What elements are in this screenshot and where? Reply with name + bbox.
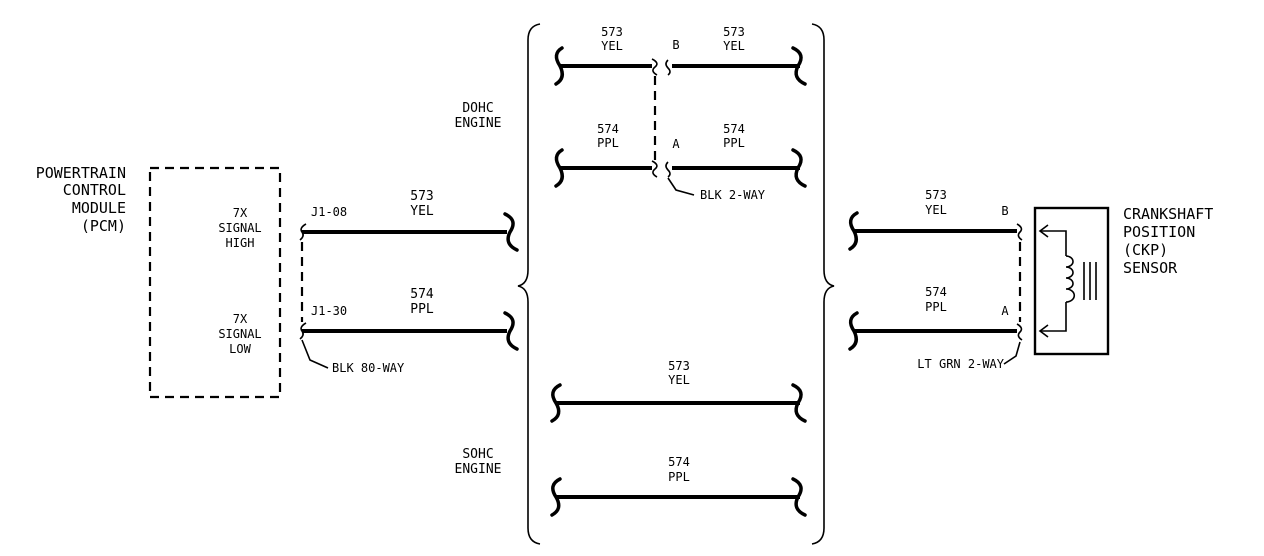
signal-low-line-1: 7X bbox=[233, 312, 248, 326]
dohc-574-right-number: 574 bbox=[723, 122, 745, 136]
dohc-connector-name: BLK 2-WAY bbox=[700, 188, 766, 202]
dohc-573-right-break bbox=[791, 46, 807, 86]
dohc-pin-b: B bbox=[672, 38, 679, 52]
ckp-circuit: 573 YEL B 574 PPL A LT GRN 2-WAY bbox=[848, 188, 1023, 371]
ckp-pin-b-terminal bbox=[1016, 223, 1023, 241]
ckp-connector-name: LT GRN 2-WAY bbox=[917, 357, 1004, 371]
sensor-label-line-4: SENSOR bbox=[1123, 259, 1178, 277]
dohc-573-left-number: 573 bbox=[601, 25, 623, 39]
dohc-574-left-color: PPL bbox=[597, 136, 619, 150]
signal-high-line-1: 7X bbox=[233, 206, 248, 220]
pcm-connector: BLK 80-WAY J1-08 J1-30 bbox=[299, 205, 405, 375]
ckp-573-number: 573 bbox=[925, 188, 947, 202]
dohc-573-right-terminal bbox=[665, 59, 671, 76]
ckp-573-color: YEL bbox=[925, 203, 947, 217]
wire-573-pcm-break bbox=[503, 212, 519, 252]
ckp-574-number: 574 bbox=[925, 285, 947, 299]
sohc-circuit: 573 YEL 574 PPL bbox=[550, 359, 807, 517]
signal-high-line-2: SIGNAL bbox=[218, 221, 261, 235]
sohc-573-right-break bbox=[791, 383, 807, 423]
dohc-573-right-number: 573 bbox=[723, 25, 745, 39]
wire-574-pcm-break bbox=[503, 311, 519, 351]
pcm-module-box bbox=[148, 166, 282, 399]
ckp-sensor-label: CRANKSHAFT POSITION (CKP) SENSOR bbox=[1123, 205, 1213, 277]
pcm-title-line-3: MODULE bbox=[72, 199, 126, 217]
pcm-signal-low-label: 7X SIGNAL LOW bbox=[218, 312, 261, 356]
pin-j1-30: J1-30 bbox=[311, 304, 347, 318]
right-brace bbox=[811, 23, 835, 545]
signal-high-line-3: HIGH bbox=[226, 236, 255, 250]
signal-low-line-2: SIGNAL bbox=[218, 327, 261, 341]
dohc-574-right-color: PPL bbox=[723, 136, 745, 150]
ckp-sensor-body bbox=[1033, 206, 1110, 356]
pcm-signal-high-label: 7X SIGNAL HIGH bbox=[218, 206, 261, 250]
dohc-574-left-terminal bbox=[651, 160, 658, 178]
pcm-title-line-4: (PCM) bbox=[81, 217, 126, 235]
ckp-sensor-lead-bottom bbox=[1040, 302, 1067, 332]
pcm-label: POWERTRAIN CONTROL MODULE (PCM) bbox=[36, 164, 126, 235]
dohc-pin-a: A bbox=[672, 137, 680, 151]
dohc-574-right-terminal bbox=[665, 161, 671, 178]
ckp-sensor-lead-top bbox=[1040, 230, 1067, 256]
signal-low-line-3: LOW bbox=[229, 342, 251, 356]
sensor-label-line-2: POSITION bbox=[1123, 223, 1195, 241]
pcm-title-line-1: POWERTRAIN bbox=[36, 164, 126, 182]
wire-574-pcm-number: 574 bbox=[410, 287, 434, 302]
dohc-circuit: 573 YEL 573 YEL B 574 PPL 574 PPL A BLK … bbox=[554, 25, 807, 202]
sensor-label-line-1: CRANKSHAFT bbox=[1123, 205, 1213, 223]
wire-574-pcm-color: PPL bbox=[410, 302, 434, 317]
ckp-pin-b: B bbox=[1001, 204, 1008, 218]
dohc-573-left-terminal bbox=[651, 58, 658, 76]
sensor-label-line-3: (CKP) bbox=[1123, 241, 1168, 259]
dohc-label-line-1: DOHC bbox=[462, 101, 493, 116]
sohc-573-number: 573 bbox=[668, 359, 690, 373]
arrow-left-icon bbox=[1038, 224, 1049, 238]
dohc-574-left-number: 574 bbox=[597, 122, 619, 136]
pcm-title-line-2: CONTROL bbox=[63, 181, 126, 199]
ckp-574-color: PPL bbox=[925, 300, 947, 314]
wire-573-pcm-color: YEL bbox=[410, 204, 434, 219]
sohc-573-color: YEL bbox=[668, 373, 690, 387]
arrow-left-icon bbox=[1038, 324, 1049, 338]
wire-573-pcm-number: 573 bbox=[410, 189, 433, 204]
dohc-573-left-color: YEL bbox=[601, 39, 623, 53]
sohc-574-color: PPL bbox=[668, 470, 690, 484]
ckp-connector-leader bbox=[1003, 341, 1021, 365]
ckp-sensor bbox=[1033, 206, 1110, 356]
sohc-574-right-break bbox=[791, 477, 807, 517]
pcm-connector-name: BLK 80-WAY bbox=[332, 361, 405, 375]
ckp-pin-a-terminal bbox=[1016, 323, 1023, 341]
pcm-connector-leader bbox=[301, 339, 329, 369]
sohc-label-line-2: ENGINE bbox=[455, 462, 502, 477]
dohc-connector-leader bbox=[667, 177, 695, 196]
sohc-label-line-1: SOHC bbox=[462, 447, 493, 462]
coil-icon bbox=[1065, 255, 1075, 303]
dohc-574-right-break bbox=[791, 148, 807, 188]
sohc-574-number: 574 bbox=[668, 455, 690, 469]
dohc-label-line-2: ENGINE bbox=[455, 116, 502, 131]
ckp-pin-a: A bbox=[1001, 304, 1009, 318]
left-brace bbox=[517, 23, 541, 545]
dohc-573-right-color: YEL bbox=[723, 39, 745, 53]
pin-j1-08: J1-08 bbox=[311, 205, 347, 219]
